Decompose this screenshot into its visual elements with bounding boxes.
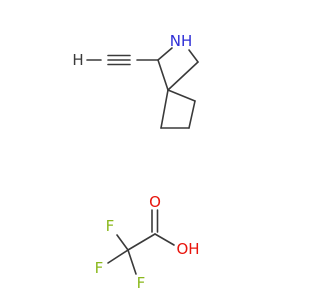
carbonyl-o-label: O xyxy=(149,193,161,211)
bond-cb1-cb2 xyxy=(188,100,196,129)
triple-bond xyxy=(107,54,131,66)
bond-cf3-f-top xyxy=(116,234,129,251)
bond-n-c3 xyxy=(188,49,199,63)
fluorine-top-label: F xyxy=(106,217,115,235)
structure-svg: NH H O OH F F F xyxy=(72,32,200,292)
amine-nh-label: NH xyxy=(170,32,193,50)
carbonyl-double-bond xyxy=(151,209,159,233)
fluorine-left-label: F xyxy=(95,259,104,277)
trifluoroacetic-acid-molecule: O OH F F F xyxy=(95,193,200,292)
bond-c1-n xyxy=(157,47,173,61)
bond-spiro-cb1 xyxy=(167,89,196,102)
bond-c3-spiro xyxy=(167,61,199,91)
fluorine-bottom-label: F xyxy=(137,274,146,292)
bond-carboxyl-oh xyxy=(154,233,175,246)
structure-canvas: NH H O OH F F F xyxy=(72,32,200,292)
terminal-h-label: H xyxy=(72,51,83,69)
bond-c1-spiro xyxy=(157,59,169,91)
bond-cf3-f-bottom xyxy=(127,249,137,275)
spiro-amine-molecule: NH H xyxy=(72,32,199,129)
bond-cf3-f-left xyxy=(107,249,129,264)
bond-cb3-spiro xyxy=(160,89,169,129)
hydroxyl-oh-label: OH xyxy=(176,240,199,258)
bond-carboxyl-cf3 xyxy=(127,233,156,251)
